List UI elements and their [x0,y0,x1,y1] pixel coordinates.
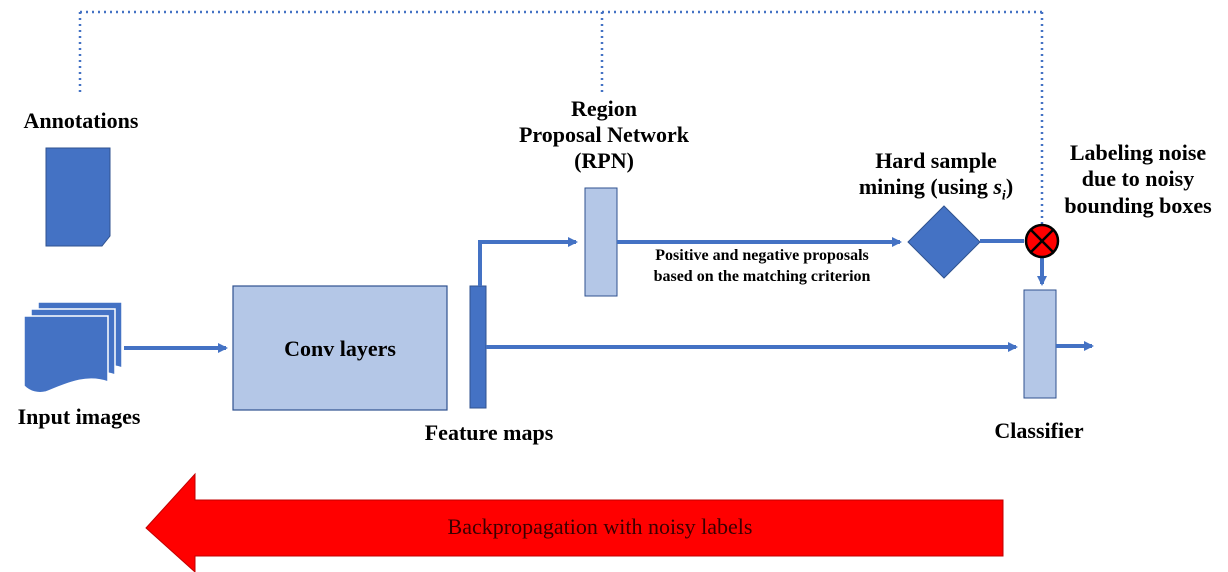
hard-sample-label-line2: mining (using si) [836,174,1036,205]
labeling-noise-label: Labeling noise due to noisy bounding box… [1050,140,1226,219]
hard-sample-prefix: mining (using [858,174,994,200]
hard-sample-suffix: ) [1005,174,1014,200]
feature-maps-label: Feature maps [424,420,554,445]
hard-sample-subscript: i [1001,188,1006,204]
feature-maps-bar [469,285,487,409]
annotations-label: Annotations [23,108,139,133]
classifier-label: Classifier [994,418,1084,443]
rpn-label-line1: Region [571,96,637,121]
backpropagation-label: Backpropagation with noisy labels [447,514,753,539]
labeling-noise-line3: bounding boxes [1064,192,1212,218]
labeling-noise-line2: due to noisy [1081,166,1195,192]
rpn-label-line2: Proposal Network [518,121,690,147]
hard-sample-variable: s [993,174,1002,200]
conv-layers-box [232,285,448,411]
labeling-noise-line1: Labeling noise [1069,140,1207,165]
hard-sample-mining-diamond [907,205,981,279]
annotation-document-icon [45,147,111,247]
rpn-label-line3: (RPN) [574,147,634,173]
classifier-box [1023,289,1057,399]
labeling-noise-icon [1024,223,1060,259]
rpn-box [584,187,618,297]
input-images-icon [23,301,123,394]
proposals-label-line1: Positive and negative proposals [655,247,869,264]
dotted-feedback-lines [78,10,1044,226]
conv-layers-label: Conv layers [284,336,396,361]
proposals-label: Positive and negative proposals based on… [620,246,904,288]
arrow-feature-to-rpn [478,237,578,286]
proposals-label-line2: based on the matching criterion [653,267,871,285]
rpn-label: Region Proposal Network (RPN) [484,96,724,174]
hard-sample-label: Hard sample mining (using si) [836,148,1036,206]
hard-sample-label-line1: Hard sample [875,148,997,173]
input-images-label: Input images [17,404,141,429]
backpropagation-arrow [145,472,1004,572]
